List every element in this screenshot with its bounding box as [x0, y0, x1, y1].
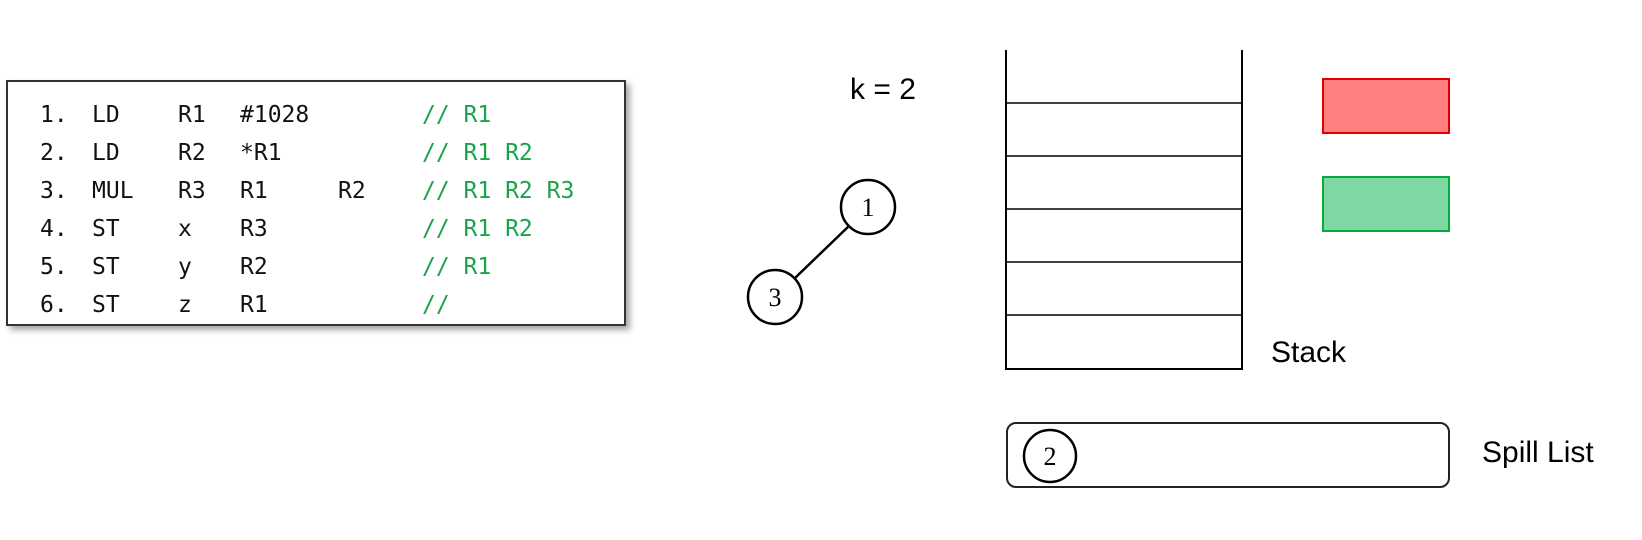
live-comment: // R1 R2: [422, 140, 533, 166]
live-comment: //: [422, 292, 450, 318]
operand-1: R3: [178, 178, 206, 204]
node-label: 2: [1044, 442, 1057, 471]
operand-1: R1: [178, 102, 206, 128]
operand-1: x: [178, 216, 192, 242]
opcode: LD: [92, 140, 120, 166]
node-label: 1: [862, 193, 875, 222]
operand-2: *R1: [240, 140, 282, 166]
code-line-1: 1. LD R1 #1028 // R1: [8, 96, 624, 134]
opcode: MUL: [92, 178, 134, 204]
opcode: LD: [92, 102, 120, 128]
red-register-swatch: [1322, 78, 1450, 134]
code-listing: 1. LD R1 #1028 // R1 2. LD R2 *R1 // R1 …: [6, 80, 626, 326]
live-comment: // R1 R2 R3: [422, 178, 575, 204]
live-comment: // R1 R2: [422, 216, 533, 242]
operand-1: z: [178, 292, 192, 318]
stack: [1005, 50, 1243, 370]
live-comment: // R1: [422, 254, 492, 280]
operand-1: y: [178, 254, 192, 280]
code-line-4: 4. ST x R3 // R1 R2: [8, 210, 624, 248]
operand-3: R2: [338, 178, 366, 204]
operand-2: #1028: [240, 102, 310, 128]
opcode: ST: [92, 292, 120, 318]
spilled-node-2[interactable]: 2: [1022, 428, 1078, 484]
code-line-2: 2. LD R2 *R1 // R1 R2: [8, 134, 624, 172]
node-label: 3: [769, 283, 782, 312]
operand-2: R3: [240, 216, 268, 242]
live-comment: // R1: [422, 102, 492, 128]
k-label: k = 2: [850, 73, 916, 106]
graph-node-1[interactable]: 1: [839, 178, 897, 236]
graph-node-3[interactable]: 3: [746, 268, 804, 326]
line-number: 2.: [40, 140, 68, 166]
operand-2: R2: [240, 254, 268, 280]
line-number: 3.: [40, 178, 68, 204]
line-number: 5.: [40, 254, 68, 280]
operand-2: R1: [240, 178, 268, 204]
stack-label: Stack: [1271, 336, 1347, 369]
line-number: 1.: [40, 102, 68, 128]
opcode: ST: [92, 216, 120, 242]
line-number: 4.: [40, 216, 68, 242]
operand-2: R1: [240, 292, 268, 318]
code-line-3: 3. MUL R3 R1 R2 // R1 R2 R3: [8, 172, 624, 210]
code-line-6: 6. ST z R1 //: [8, 286, 624, 324]
spill-list-label: Spill List: [1482, 436, 1594, 469]
graph-edge: [794, 224, 851, 279]
code-line-5: 5. ST y R2 // R1: [8, 248, 624, 286]
line-number: 6.: [40, 292, 68, 318]
operand-1: R2: [178, 140, 206, 166]
green-register-swatch: [1322, 176, 1450, 232]
opcode: ST: [92, 254, 120, 280]
